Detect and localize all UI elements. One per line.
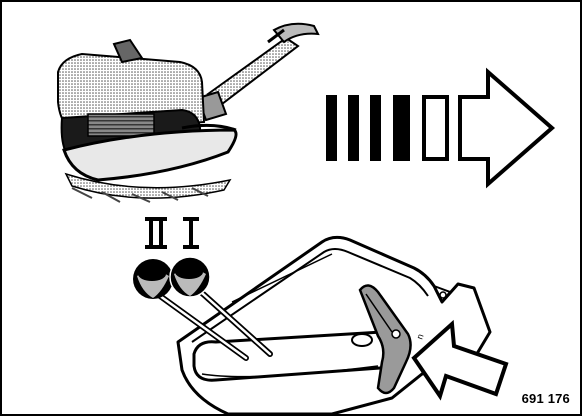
figure-number: 691 176 xyxy=(522,391,570,406)
lever-knob-i xyxy=(170,257,210,297)
lever-knob-ii xyxy=(133,259,173,299)
lever-label-i: I xyxy=(183,216,199,249)
lever-label-ii: II xyxy=(145,216,167,249)
compactor-machine-icon xyxy=(58,24,318,202)
forward-speed-arrow-icon xyxy=(326,72,552,184)
